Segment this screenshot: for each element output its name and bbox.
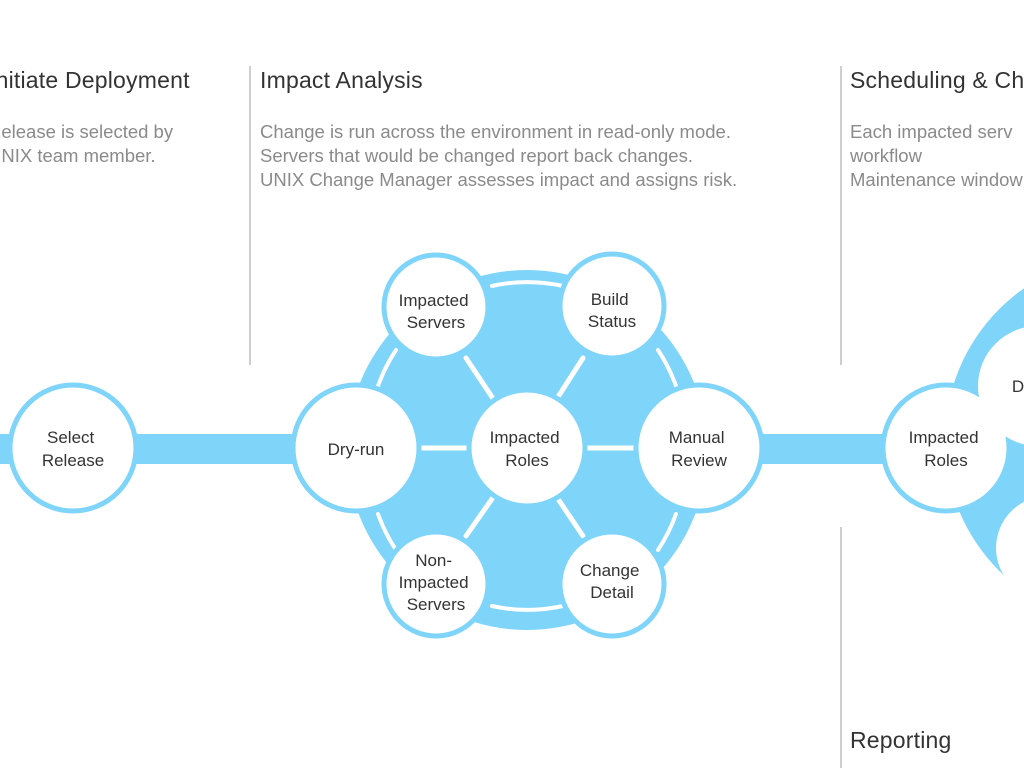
divider-reporting-left [840,527,842,768]
node-label: Impacted [399,573,469,592]
node-label: Roles [924,451,967,470]
node-impacted-servers[interactable]: Impacted Servers [381,252,491,362]
node-change-detail[interactable]: Change Detail [557,529,667,639]
desc-line: Maintenance window [850,169,1023,190]
section-heading-reporting: Reporting [850,727,952,753]
node-partial-bottom-right[interactable] [996,496,1024,600]
svg-text:D: D [1012,377,1024,396]
desc-line: Release is selected by [0,121,174,142]
node-partial-top-right[interactable]: D [978,326,1024,446]
node-label: Review [671,451,727,470]
node-label: Servers [407,313,466,332]
desc-line: UNIX team member. [0,145,156,166]
node-label: D [1012,377,1024,396]
section-heading-initiate: Initiate Deployment [0,67,190,93]
svg-text:Impacted Servers: Impacted Servers [399,291,474,332]
section-heading-scheduling: Scheduling & Ch [850,67,1024,93]
divider-scheduling-left [840,66,842,365]
svg-text:Build Status: Build Status [588,290,636,331]
node-label: Status [588,312,636,331]
node-label: Roles [505,451,548,470]
svg-text:Non- Impacted Serv: Non- Impacted Servers [399,551,474,614]
node-label: Servers [407,595,466,614]
section-desc-scheduling: Each impacted serv workflow Maintenance … [850,120,1023,192]
desc-line: UNIX Change Manager assesses impact and … [260,169,738,190]
node-label: Select [47,428,95,447]
svg-text:Dry-run: Dry-run [328,440,385,459]
node-label: Dry-run [328,440,385,459]
node-label: Impacted [490,428,560,447]
section-desc-initiate: Release is selected by UNIX team member. [0,120,173,168]
svg-text:Impacted Roles: Impacted Roles [490,428,565,470]
desc-line: Change is run across the environment in … [260,121,731,142]
node-build-status[interactable]: Build Status [557,251,667,361]
node-label: Build [591,290,629,309]
divider-impact-left [249,66,251,365]
node-manual-review[interactable]: Manual Review [633,382,765,514]
node-label: Manual [669,428,725,447]
node-label: Release [42,451,104,470]
desc-line: Each impacted serv [850,121,1013,142]
svg-text:Impacted Roles: Impacted Roles [909,428,984,470]
node-label: Impacted [909,428,979,447]
node-label: Change [580,561,640,580]
svg-text:Select Release: Select Release [42,428,104,470]
svg-text:Change Detail: Change Detail [580,561,644,602]
node-impacted-roles-right[interactable]: Impacted Roles [880,382,1012,514]
node-dry-run[interactable]: Dry-run [290,382,422,514]
section-heading-impact: Impact Analysis [260,67,423,93]
node-non-impacted-servers[interactable]: Non- Impacted Servers [381,529,491,639]
node-label: Detail [590,583,633,602]
desc-line: Servers that would be changed report bac… [260,145,693,166]
node-select-release[interactable]: Select Release [7,382,139,514]
spokes [419,355,636,539]
desc-line: workflow [850,145,922,166]
node-impacted-roles-center[interactable]: Impacted Roles [466,387,588,509]
node-label: Non- [415,551,452,570]
svg-text:Manual Review: Manual Review [669,428,730,470]
section-desc-impact: Change is run across the environment in … [260,120,737,192]
node-label: Impacted [399,291,469,310]
